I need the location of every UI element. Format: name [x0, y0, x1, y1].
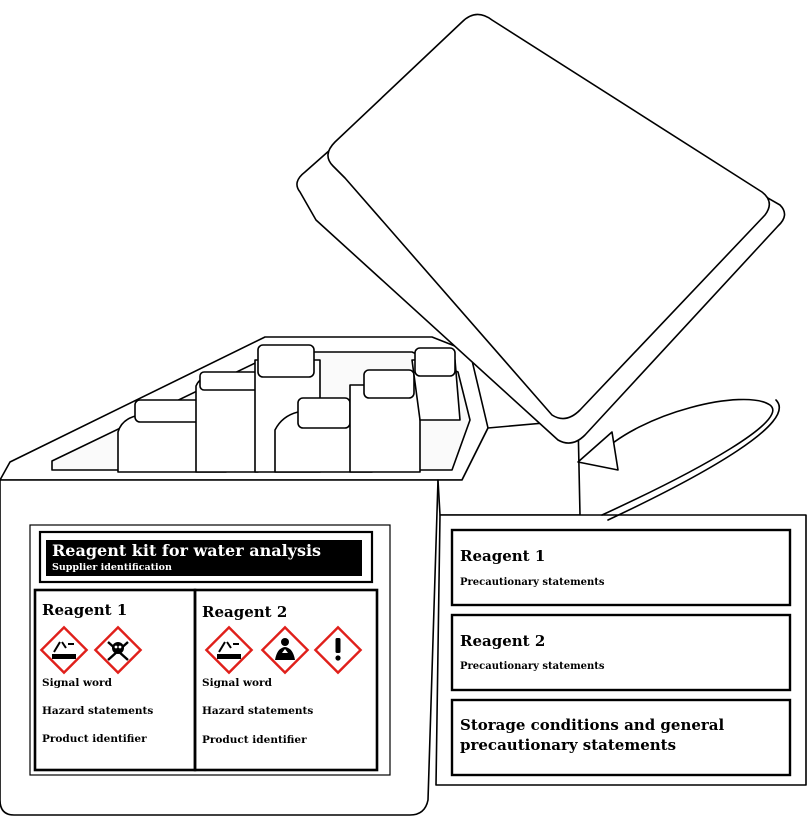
reagent2-pictograms — [204, 625, 363, 675]
side-label-reagent1-frame — [450, 528, 792, 607]
health-hazard-pictogram — [260, 625, 310, 675]
front-reagent2-product-identifier: Product identifier — [202, 734, 307, 746]
front-reagent1-hazard-statements: Hazard statements — [42, 705, 154, 717]
corrosion-pictogram — [39, 625, 89, 675]
front-reagent2-hazard-statements: Hazard statements — [202, 705, 314, 717]
front-reagent1-product-identifier: Product identifier — [42, 733, 147, 745]
bottles — [117, 344, 461, 473]
reagent1-pictograms — [39, 625, 143, 675]
kit-title: Reagent kit for water analysis — [52, 541, 322, 560]
side-label-reagent2-frame — [450, 613, 792, 692]
side-reagent2-precautionary: Precautionary statements — [460, 661, 605, 672]
front-label-title-frame — [38, 530, 374, 584]
box-right-label-panel — [435, 514, 807, 786]
side-label-storage-frame — [450, 698, 792, 777]
lid-strap-inner — [607, 399, 780, 521]
front-reagent1-signal-word: Signal word — [42, 677, 112, 689]
supplier-identification: Supplier identification — [52, 562, 172, 573]
front-reagent1-name: Reagent 1 — [42, 601, 128, 619]
side-reagent2-name: Reagent 2 — [460, 632, 546, 650]
front-label-reagent2-frame — [193, 588, 379, 772]
side-storage-line2: precautionary statements — [460, 736, 677, 754]
exclamation-mark-pictogram — [313, 625, 363, 675]
strap-arrow-head — [577, 431, 619, 471]
lid-strap — [597, 398, 774, 516]
corrosion-pictogram — [204, 625, 254, 675]
side-storage-line1: Storage conditions and general — [460, 716, 725, 734]
lid-top — [327, 13, 771, 420]
skull-crossbones-pictogram — [93, 625, 143, 675]
front-reagent2-signal-word: Signal word — [202, 677, 272, 689]
side-reagent1-precautionary: Precautionary statements — [460, 577, 605, 588]
kit-title-bar: Reagent kit for water analysis Supplier … — [46, 540, 362, 576]
front-reagent2-name: Reagent 2 — [202, 603, 288, 621]
side-reagent1-name: Reagent 1 — [460, 547, 546, 565]
